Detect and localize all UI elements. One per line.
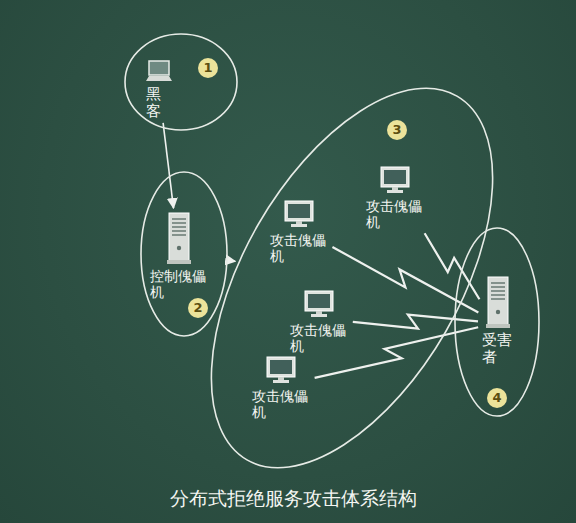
monitor-frame: [285, 201, 313, 221]
server-foot: [167, 260, 191, 264]
server-slot: [172, 226, 186, 227]
server-foot: [486, 324, 510, 328]
monitor-base: [291, 224, 307, 227]
server-slot: [491, 290, 505, 291]
server-slot: [491, 282, 505, 283]
monitor-screen: [270, 360, 292, 374]
machine-label: 攻击傀儡机: [290, 322, 349, 354]
machine-label: 受害者: [482, 332, 514, 367]
machine-label: 攻击傀儡机: [270, 232, 329, 264]
monitor-icon: [266, 356, 296, 384]
machine-label: 黑客: [146, 86, 161, 119]
monitor-icon: [304, 290, 334, 318]
server-light: [496, 310, 500, 314]
machine-node: 黑客: [146, 60, 172, 119]
diagram-caption: 分布式拒绝服务攻击体系结构: [170, 486, 417, 512]
group-ellipse: 4 受害者: [453, 226, 541, 418]
callout-number: 1: [198, 58, 218, 78]
monitor-frame: [267, 357, 295, 377]
group-ellipse: 1 黑客: [124, 32, 238, 132]
machine-node: 控制傀儡机: [150, 212, 209, 300]
callout-number: 3: [387, 120, 407, 140]
ellipse-outline: [124, 32, 238, 132]
arrow-connector: [231, 260, 235, 262]
monitor-icon: [380, 166, 410, 194]
machine-node: 攻击傀儡机: [270, 200, 329, 264]
monitor-stand: [296, 221, 302, 224]
callout-number: 2: [188, 298, 208, 318]
server-slot: [491, 298, 505, 299]
machine-node: 攻击傀儡机: [366, 166, 425, 230]
server-slot: [491, 286, 505, 287]
server-slot: [172, 218, 186, 219]
monitor-base: [311, 314, 327, 317]
server-icon: [167, 212, 191, 264]
lightning-link: [353, 315, 478, 329]
laptop-icon: [146, 60, 172, 82]
group-ellipse: 2控制傀儡机: [140, 170, 228, 338]
monitor-base: [387, 190, 403, 193]
monitor-frame: [381, 167, 409, 187]
monitor-stand: [316, 311, 322, 314]
monitor-screen: [288, 204, 310, 218]
monitor-stand: [392, 187, 398, 190]
ellipse-shape: [125, 34, 237, 130]
server-case: [169, 213, 189, 261]
machine-label: 控制傀儡机: [150, 268, 209, 300]
callout-number: 4: [487, 388, 507, 408]
ellipse-shape: [141, 172, 227, 336]
group-ellipse: 3攻击傀儡机攻击傀儡机攻击傀儡机攻击傀儡机: [211, 88, 493, 468]
server-slot: [172, 222, 186, 223]
laptop-base: [146, 76, 172, 81]
machine-label: 攻击傀儡机: [366, 198, 425, 230]
ellipse-shape: [153, 42, 550, 514]
arrow-connector: [163, 123, 173, 208]
server-icon: [486, 276, 510, 328]
laptop-screen: [149, 61, 169, 75]
monitor-icon: [284, 200, 314, 228]
server-case: [488, 277, 508, 325]
server-slot: [172, 230, 186, 231]
server-light: [177, 246, 181, 250]
monitor-base: [273, 380, 289, 383]
lightning-link: [425, 233, 480, 299]
machine-node: 攻击傀儡机: [290, 290, 349, 354]
monitor-screen: [384, 170, 406, 184]
monitor-frame: [305, 291, 333, 311]
ellipse-shape: [455, 228, 539, 416]
machine-label: 攻击傀儡机: [252, 388, 311, 420]
caption-wrap: 分布式拒绝服务攻击体系结构: [170, 486, 417, 512]
monitor-screen: [308, 294, 330, 308]
machine-node: 受害者: [482, 276, 514, 367]
monitor-stand: [278, 377, 284, 380]
server-slot: [491, 294, 505, 295]
machine-node: 攻击傀儡机: [252, 356, 311, 420]
server-slot: [172, 234, 186, 235]
